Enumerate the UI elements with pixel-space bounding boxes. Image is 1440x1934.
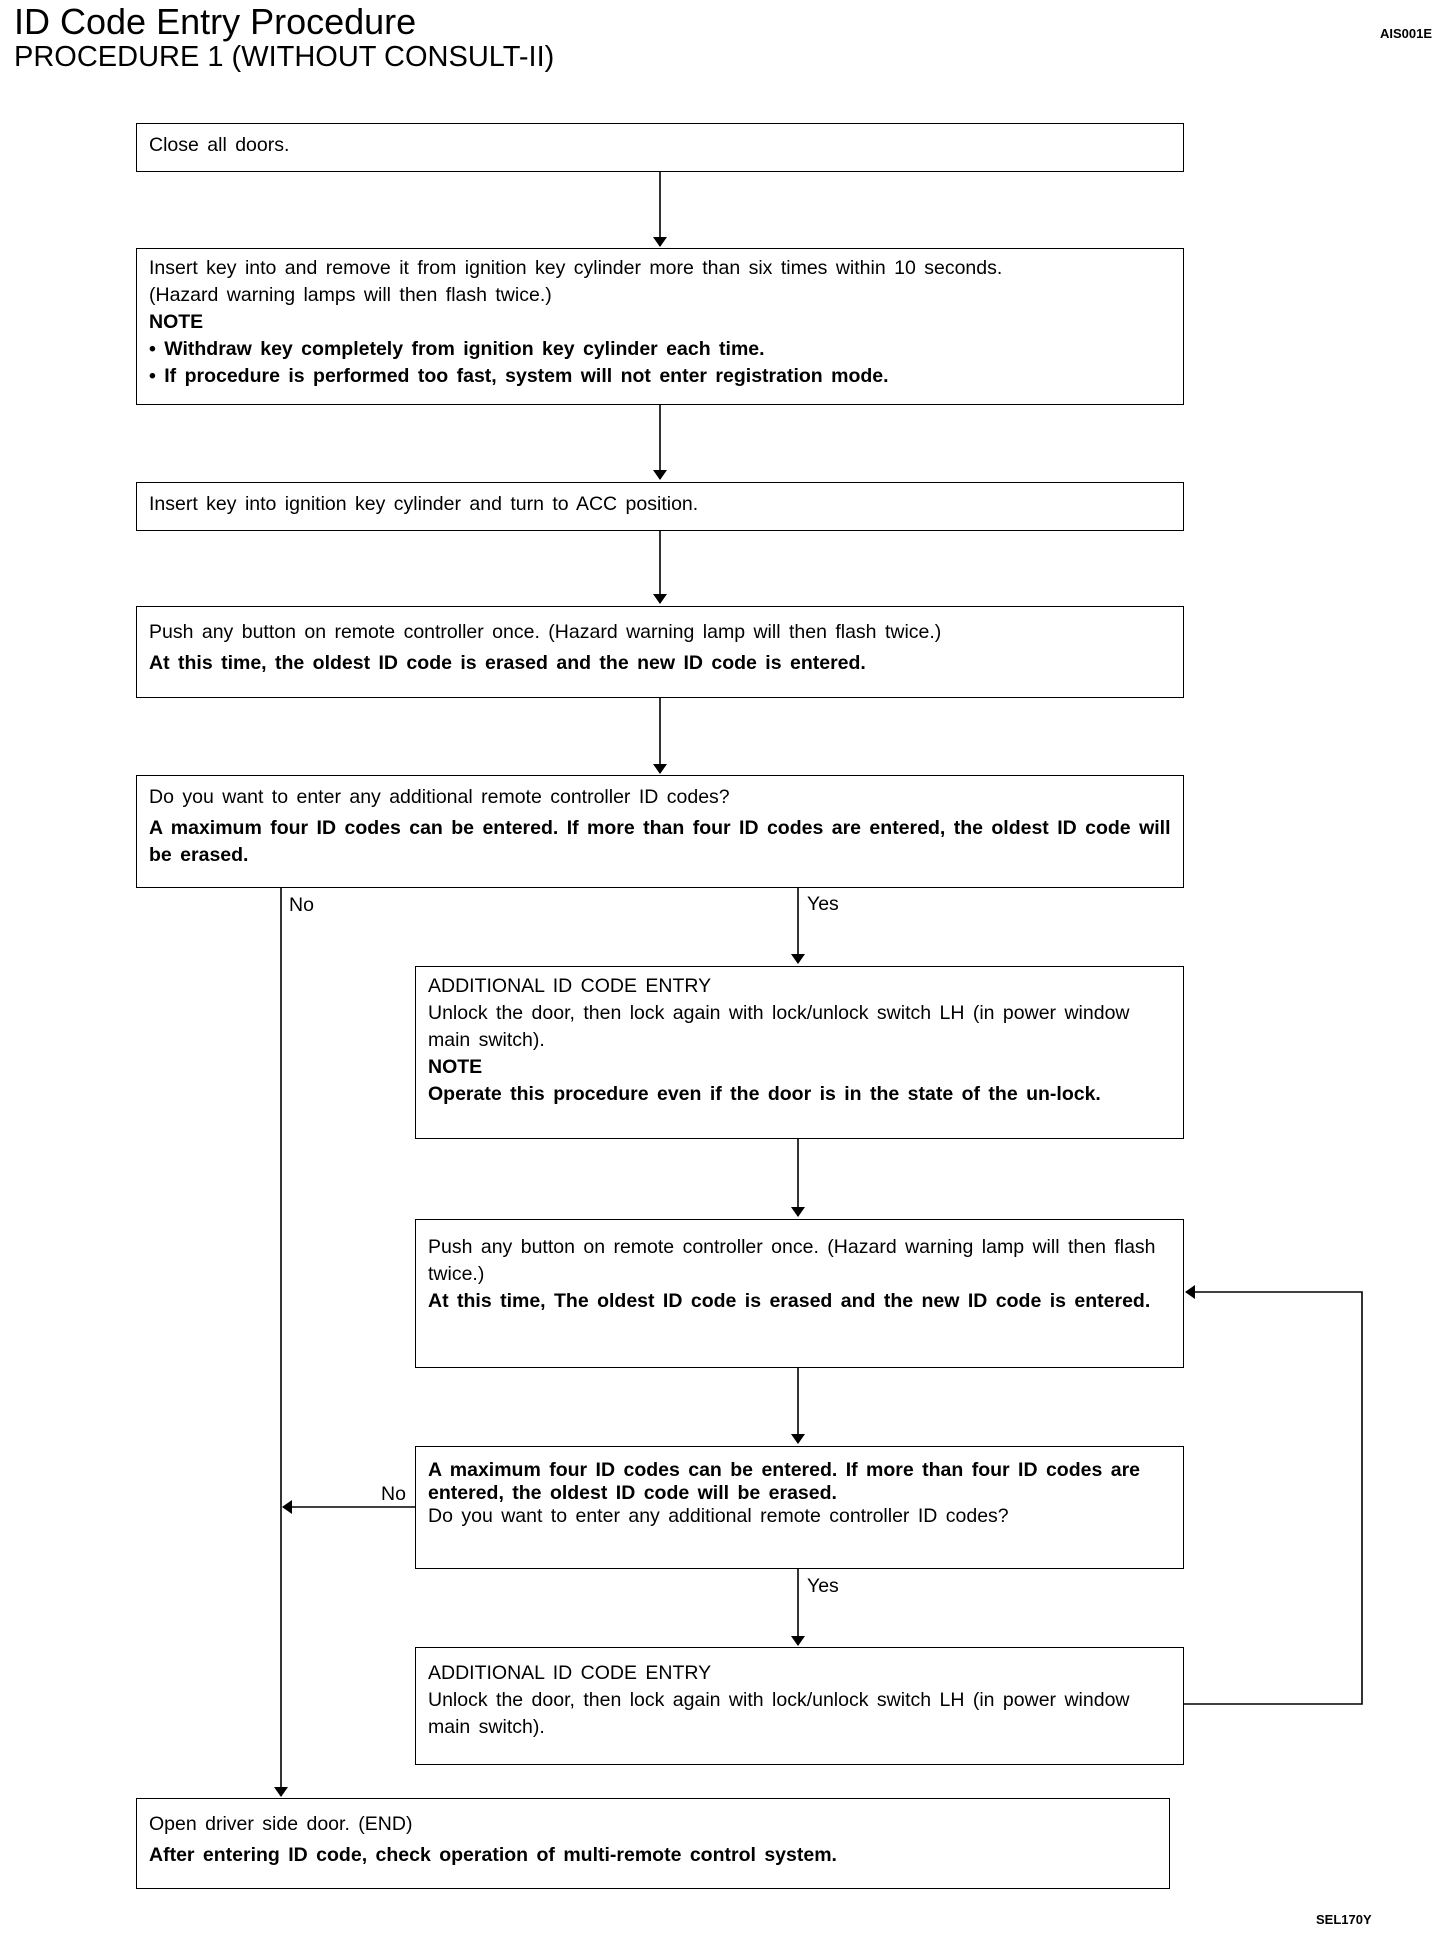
note-item: Operate this procedure even if the door … bbox=[428, 1083, 1101, 1105]
step-text: Insert key into and remove it from ignit… bbox=[149, 257, 1003, 279]
decision2-no-label: No bbox=[381, 1483, 406, 1505]
step-end: Open driver side door. (END) After enter… bbox=[136, 1798, 1170, 1889]
procedure-subtitle: PROCEDURE 1 (WITHOUT CONSULT-II) bbox=[14, 41, 555, 73]
decision-additional-codes: Do you want to enter any additional remo… bbox=[136, 775, 1184, 888]
step-push-button: Push any button on remote controller onc… bbox=[136, 606, 1184, 698]
step-text: Unlock the door, then lock again with lo… bbox=[428, 1002, 1130, 1051]
step-close-doors: Close all doors. bbox=[136, 123, 1184, 172]
note-item: • If procedure is performed too fast, sy… bbox=[149, 365, 889, 387]
note-label: NOTE bbox=[149, 311, 204, 333]
step-additional-entry-1: ADDITIONAL ID CODE ENTRY Unlock the door… bbox=[415, 966, 1184, 1139]
step-text: Close all doors. bbox=[149, 134, 290, 156]
step-additional-entry-2: ADDITIONAL ID CODE ENTRY Unlock the door… bbox=[415, 1647, 1184, 1765]
step-text: Push any button on remote controller onc… bbox=[149, 621, 942, 643]
step-push-button-2: Push any button on remote controller onc… bbox=[415, 1219, 1184, 1368]
note-item: • Withdraw key completely from ignition … bbox=[149, 338, 765, 360]
decision-bold-text: A maximum four ID codes can be entered. … bbox=[428, 1459, 1141, 1504]
decision-additional-codes-2: A maximum four ID codes can be entered. … bbox=[415, 1446, 1184, 1569]
reference-code: AIS001E bbox=[1380, 26, 1433, 41]
decision-question: Do you want to enter any additional remo… bbox=[428, 1505, 1009, 1527]
step-heading: ADDITIONAL ID CODE ENTRY bbox=[428, 975, 712, 997]
step-text: (Hazard warning lamps will then flash tw… bbox=[149, 284, 552, 306]
step-text: Open driver side door. (END) bbox=[149, 1813, 413, 1835]
decision1-yes-label: Yes bbox=[807, 893, 839, 915]
page-title: ID Code Entry Procedure bbox=[14, 1, 417, 42]
step-text: Unlock the door, then lock again with lo… bbox=[428, 1689, 1130, 1738]
step-text: Insert key into ignition key cylinder an… bbox=[149, 493, 699, 515]
figure-code: SEL170Y bbox=[1316, 1912, 1372, 1927]
decision2-yes-label: Yes bbox=[807, 1575, 839, 1597]
step-text: Push any button on remote controller onc… bbox=[428, 1236, 1156, 1285]
step-insert-remove-key: Insert key into and remove it from ignit… bbox=[136, 248, 1184, 405]
step-bold-text: At this time, The oldest ID code is eras… bbox=[428, 1290, 1151, 1312]
decision1-no-label: No bbox=[289, 894, 314, 916]
step-acc-position: Insert key into ignition key cylinder an… bbox=[136, 482, 1184, 531]
loop-back-line bbox=[1183, 1285, 1363, 1705]
decision-question: Do you want to enter any additional remo… bbox=[149, 786, 730, 808]
step-bold-text: At this time, the oldest ID code is eras… bbox=[149, 652, 866, 674]
decision-bold-text: A maximum four ID codes can be entered. … bbox=[149, 817, 1171, 866]
note-label: NOTE bbox=[428, 1056, 483, 1078]
step-heading: ADDITIONAL ID CODE ENTRY bbox=[428, 1662, 712, 1684]
step-bold-text: After entering ID code, check operation … bbox=[149, 1844, 837, 1866]
